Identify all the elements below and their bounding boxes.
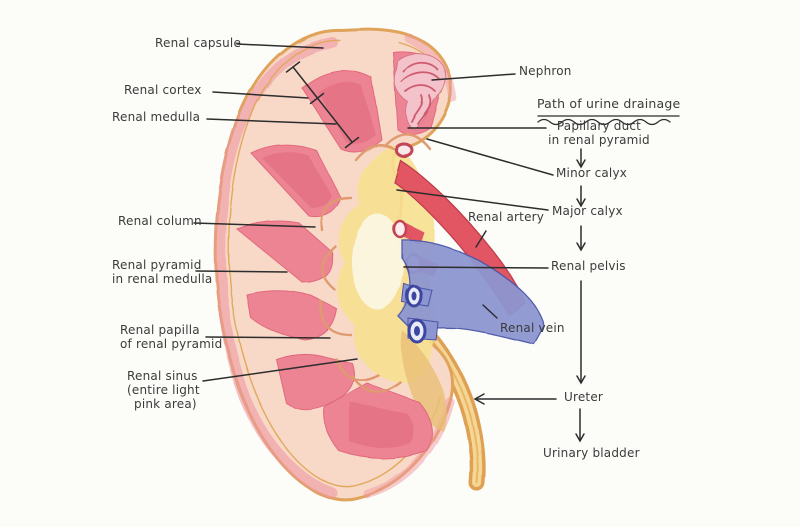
renal-pelvis-shape [400, 330, 447, 432]
flow-step-papillary-duct: Papillary duct in renal pyramid [548, 119, 650, 147]
leader-renal-capsule [236, 43, 324, 49]
leader-renal-pyramid [195, 270, 288, 273]
flow-step-urinary-bladder: Urinary bladder [543, 446, 640, 460]
label-renal-cortex: Renal cortex [124, 83, 202, 97]
leader-renal-sinus [202, 358, 358, 382]
leader-major-calyx [396, 189, 549, 211]
label-renal-vein: Renal vein [500, 321, 565, 335]
arrow-down-icon [576, 148, 586, 169]
label-renal-medulla: Renal medulla [112, 110, 201, 124]
label-renal-column: Renal column [118, 214, 202, 228]
label-nephron: Nephron [519, 64, 572, 78]
renal-vein-shape [397, 239, 545, 345]
arrow-down-icon [575, 408, 585, 443]
leader-renal-column [193, 222, 316, 228]
leader-renal-pelvis [403, 266, 549, 269]
label-renal-pyramid: Renal pyramid in renal medulla [112, 258, 213, 286]
leader-renal-cortex [212, 91, 309, 99]
leader-renal-artery [475, 230, 487, 248]
cortex-medulla-bracket [285, 61, 360, 149]
pyramid-shading [262, 82, 415, 449]
leader-ureter [473, 393, 557, 405]
flow-title-underline [537, 115, 680, 126]
leader-renal-vein [482, 304, 498, 319]
label-renal-artery: Renal artery [468, 210, 545, 224]
leader-minor-calyx [426, 138, 554, 176]
flow-step-ureter: Ureter [564, 390, 604, 404]
flow-step-major-calyx: Major calyx [552, 204, 623, 218]
flow-step-renal-pelvis: Renal pelvis [551, 259, 626, 273]
label-renal-papilla: Renal papilla of renal pyramid [120, 323, 223, 351]
arrow-down-icon [576, 225, 586, 252]
nephron-shape [394, 53, 447, 131]
label-renal-sinus: Renal sinus (entire light pink area) [127, 369, 200, 411]
kidney-body [214, 27, 545, 502]
leader-renal-medulla [206, 118, 337, 125]
leader-renal-papilla [205, 336, 331, 339]
arrow-down-icon [576, 280, 586, 385]
leader-lines [193, 43, 557, 405]
label-renal-capsule: Renal capsule [155, 36, 242, 50]
arrow-down-icon [576, 185, 586, 208]
leader-nephron [431, 73, 516, 81]
flow-title: Path of urine drainage [537, 96, 681, 111]
flow-step-minor-calyx: Minor calyx [556, 166, 628, 180]
pyramid-shape [236, 220, 334, 284]
flow-arrows [575, 148, 586, 443]
